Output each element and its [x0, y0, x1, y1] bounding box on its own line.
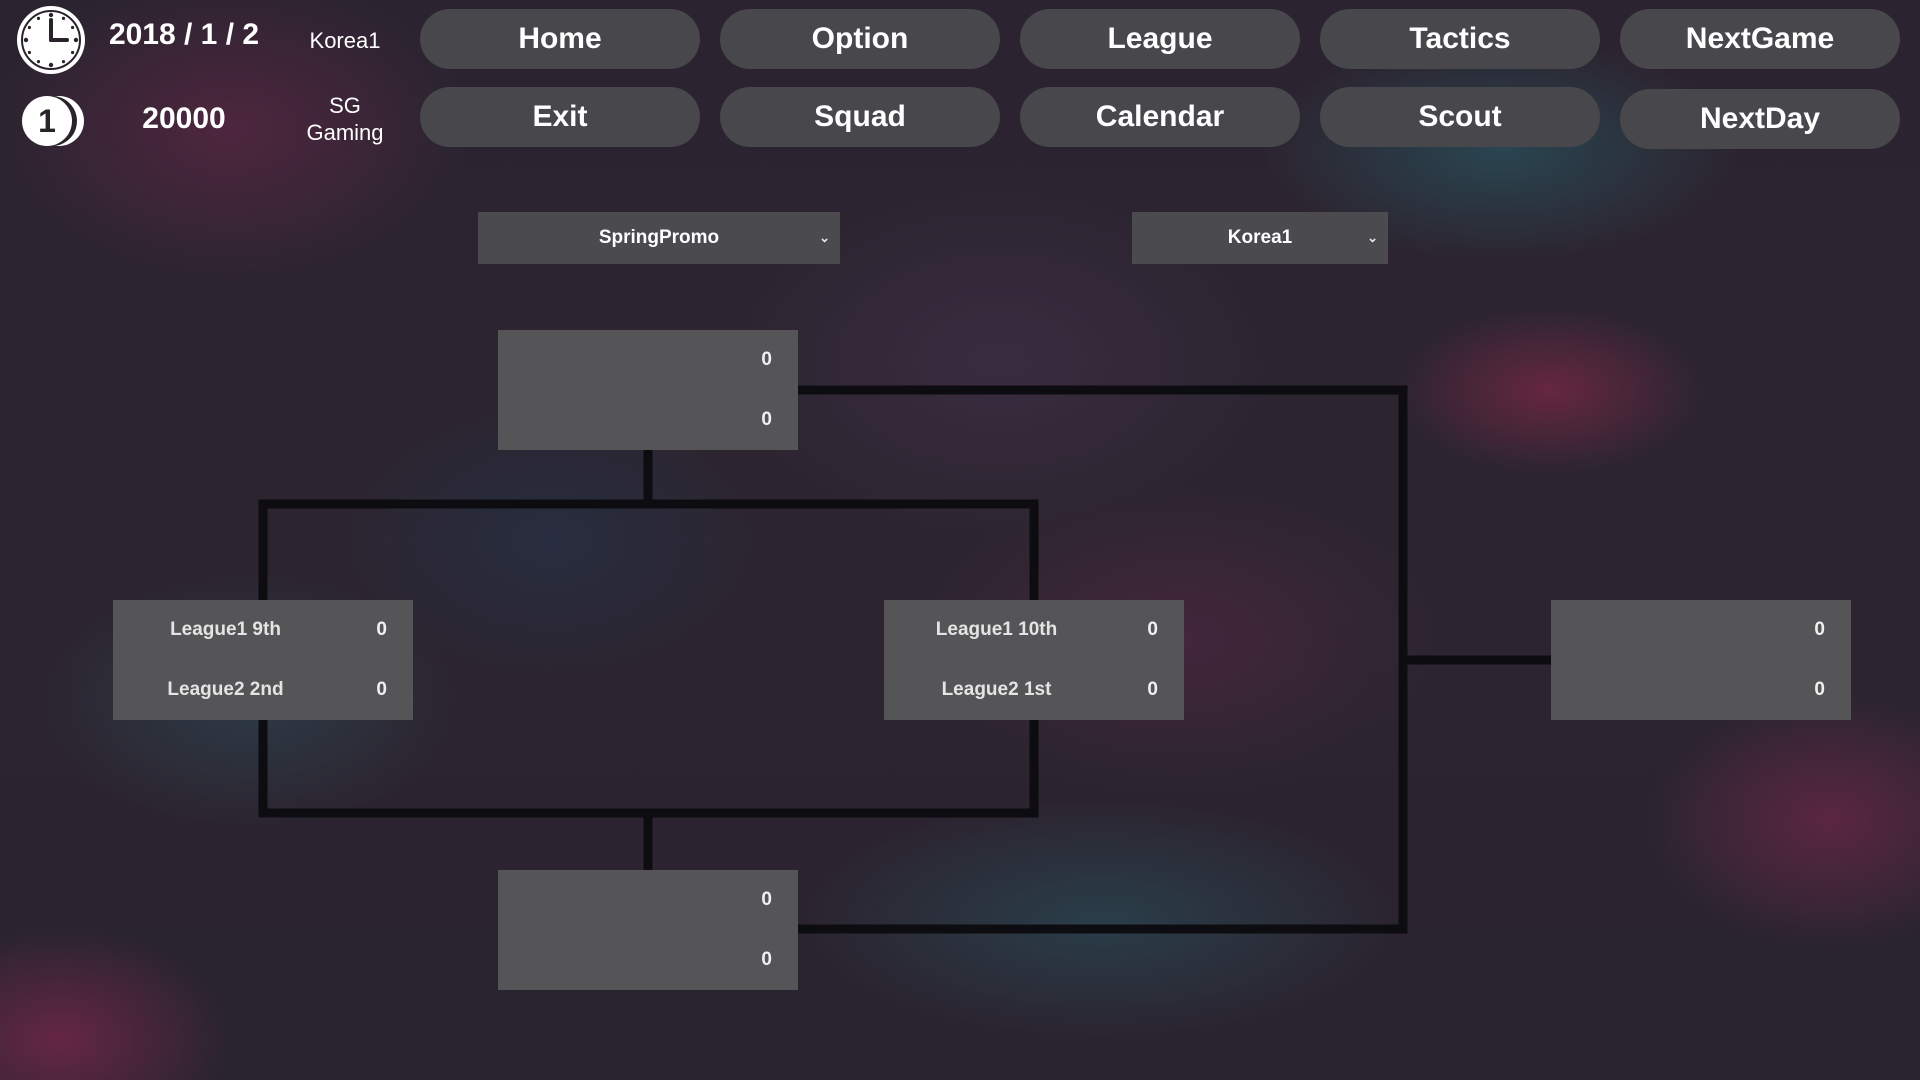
score: 0: [1814, 619, 1825, 640]
match-slot: League2 1st 0: [884, 670, 1184, 710]
coin-number: 1: [38, 103, 56, 139]
region-dropdown[interactable]: Korea1 ⌄: [1132, 212, 1388, 264]
match-slot: 0: [1551, 670, 1851, 710]
team-label: League1 9th: [170, 619, 281, 640]
clock-icon: [17, 6, 85, 74]
competition-dropdown-value: SpringPromo: [598, 227, 720, 248]
calendar-button[interactable]: Calendar: [1020, 87, 1300, 147]
team-name: SG Gaming: [290, 92, 400, 146]
home-button[interactable]: Home: [420, 9, 700, 69]
scout-button[interactable]: Scout: [1320, 87, 1600, 147]
score: 0: [1814, 679, 1825, 700]
match-bottom[interactable]: 0 0: [498, 870, 798, 990]
score: 0: [376, 619, 387, 640]
score: 0: [761, 349, 772, 370]
match-center[interactable]: League1 10th 0 League2 1st 0: [884, 600, 1184, 720]
match-slot: 0: [498, 940, 798, 980]
current-date: 2018 / 1 / 2: [108, 18, 260, 51]
match-slot: 0: [1551, 610, 1851, 650]
match-left[interactable]: League1 9th 0 League2 2nd 0: [113, 600, 413, 720]
exit-button[interactable]: Exit: [420, 87, 700, 147]
score: 0: [376, 679, 387, 700]
match-slot: League2 2nd 0: [113, 670, 413, 710]
region-dropdown-value: Korea1: [1227, 227, 1293, 248]
match-slot: League1 10th 0: [884, 610, 1184, 650]
score: 0: [1147, 619, 1158, 640]
match-slot: 0: [498, 400, 798, 440]
team-name-line1: SG: [329, 93, 361, 118]
tactics-button[interactable]: Tactics: [1320, 9, 1600, 69]
score: 0: [1147, 679, 1158, 700]
team-label: League1 10th: [935, 619, 1058, 640]
match-slot: 0: [498, 880, 798, 920]
match-slot: 0: [498, 340, 798, 380]
match-final[interactable]: 0 0: [1551, 600, 1851, 720]
team-label: League2 2nd: [167, 679, 284, 700]
option-button[interactable]: Option: [720, 9, 1000, 69]
team-name-line2: Gaming: [306, 120, 384, 145]
score: 0: [761, 889, 772, 910]
score: 0: [761, 949, 772, 970]
money-amount: 20000: [142, 102, 226, 135]
match-top[interactable]: 0 0: [498, 330, 798, 450]
league-name: Korea1: [309, 28, 381, 53]
chevron-down-icon: ⌄: [819, 230, 830, 245]
next-day-button[interactable]: NextDay: [1620, 89, 1900, 149]
score: 0: [761, 409, 772, 430]
competition-dropdown[interactable]: SpringPromo ⌄: [478, 212, 840, 264]
chevron-down-icon: ⌄: [1367, 230, 1378, 245]
match-slot: League1 9th 0: [113, 610, 413, 650]
team-label: League2 1st: [941, 679, 1052, 700]
squad-button[interactable]: Squad: [720, 87, 1000, 147]
next-game-button[interactable]: NextGame: [1620, 9, 1900, 69]
coin-icon: 1: [22, 96, 84, 146]
league-button[interactable]: League: [1020, 9, 1300, 69]
